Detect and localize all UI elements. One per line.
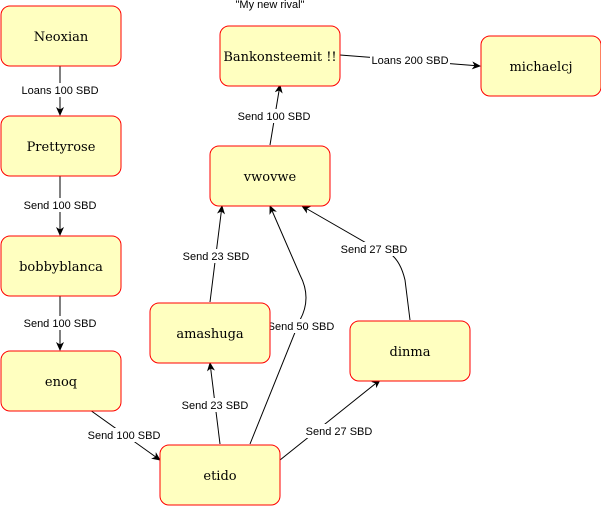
edge-bobbyblanca-enoq: Send 100 SBD [22,295,98,351]
edge-label: Send 23 SBD [183,251,250,263]
edge-label: Send 100 SBD [88,430,161,442]
node-label: vwovwe [243,170,297,185]
node-bankonsteemit: Bankonsteemit !! [219,25,341,87]
node-label: amashuga [176,327,244,342]
node-etido: etido [159,444,281,506]
edge-line [301,205,411,321]
node-label: Neoxian [34,30,89,45]
node-label: enoq [45,375,77,390]
edge-label: Send 23 SBD [182,400,249,412]
node-label: Prettyrose [27,140,96,155]
edge-etido-dinma: Send 27 SBD [279,379,381,461]
node-label: Bankonsteemit !! [223,50,336,65]
node-enoq: enoq [0,350,122,412]
node-vwovwe: vwovwe [209,145,331,207]
edge-label: Send 27 SBD [306,426,373,438]
node-amashuga: amashuga [149,302,271,364]
edge-vwovwe-bankonsteemit: Send 100 SBD [236,84,312,146]
edge-label: Send 50 SBD [268,321,335,333]
edge-dinma-vwovwe: Send 27 SBD [301,205,411,321]
edge-label: Send 100 SBD [24,318,97,330]
edge-label: Send 100 SBD [238,111,311,123]
node-neoxian: Neoxian [0,5,122,67]
edge-label: Loans 200 SBD [371,55,448,67]
edge-amashuga-vwovwe: Send 23 SBD [180,205,250,303]
edge-enoq-etido: Send 100 SBD [86,409,162,461]
edge-prettyrose-bobbyblanca: Send 100 SBD [22,175,98,236]
edge-etido-amashuga: Send 23 SBD [180,362,250,445]
node-label: dinma [390,345,431,360]
edge-etido-vwovwe: Send 50 SBD [249,205,336,445]
node-bobbyblanca: bobbyblanca [0,235,122,297]
node-dinma: dinma [349,320,471,382]
node-label: michaelcj [509,60,572,75]
edge-label: Send 100 SBD [24,200,97,212]
edge-neoxian-prettyrose: Loans 100 SBD [20,65,100,116]
node-michaelcj: michaelcj [480,35,601,97]
edge-bankonsteemit-michaelcj: Loans 200 SBD [339,53,481,70]
edge-line [279,379,381,461]
edge-label: Send 27 SBD [341,244,408,256]
edge-label: Loans 100 SBD [21,85,98,97]
node-label: bobbyblanca [19,260,103,275]
node-label: etido [203,469,236,484]
node-prettyrose: Prettyrose [0,115,122,177]
diagram-caption: "My new rival" [236,0,305,11]
